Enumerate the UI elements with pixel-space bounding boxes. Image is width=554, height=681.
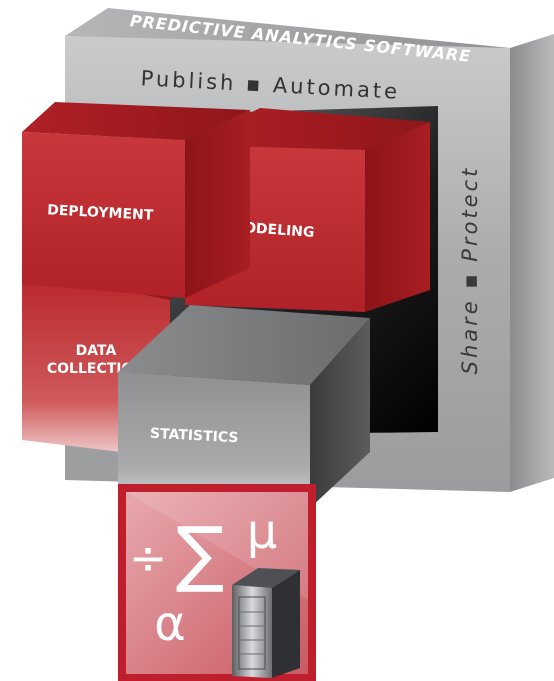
statistics-label: STATISTICS [150,426,239,447]
divide-symbol: ÷ [129,531,168,585]
data-collection-label-line1: DATA [76,343,117,359]
sigma-symbol: ∑ [176,511,225,595]
alpha-symbol: α [154,596,186,652]
statistics-server-icon [118,484,316,681]
modeling-label: MODELING [230,219,315,241]
mu-symbol: μ [247,504,278,560]
statistics-cube [118,305,370,508]
share-protect-label: Share ▪ Protect [458,166,482,375]
deployment-label: DEPLOYMENT [47,202,154,224]
deployment-cube [22,102,250,298]
